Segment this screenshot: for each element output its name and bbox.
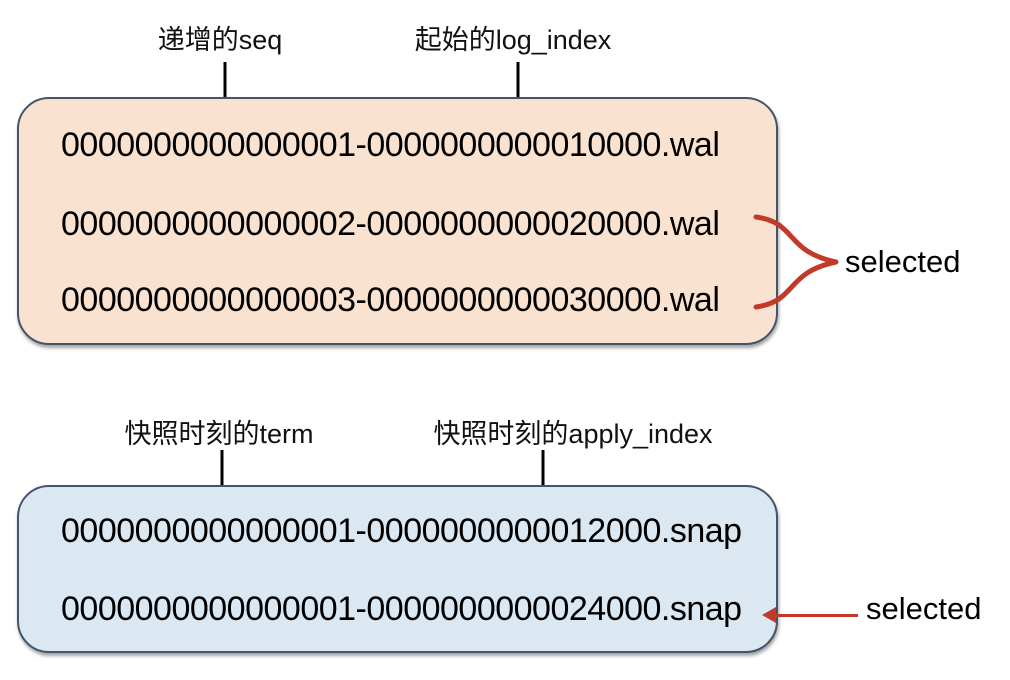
down-arrow-shaft [223, 62, 227, 112]
snap-selected-label: selected [866, 591, 982, 626]
down-arrow-shaft [516, 62, 520, 112]
snap-file-row: 0000000000000001-0000000000012000.snap [61, 512, 742, 550]
wal-log-index-label: 起始的log_index [414, 25, 612, 55]
snap-term-label: 快照时刻的term [124, 419, 314, 449]
wal-file-row: 0000000000000003-0000000000030000.wal [61, 281, 720, 319]
wal-file-box: 0000000000000001-0000000000010000.wal 00… [17, 97, 778, 345]
left-arrow-head [762, 607, 776, 623]
snap-apply-index-label: 快照时刻的apply_index [433, 419, 713, 449]
selection-brace-icon [753, 214, 839, 310]
wal-file-row: 0000000000000002-0000000000020000.wal [61, 205, 720, 243]
wal-file-row: 0000000000000001-0000000000010000.wal [61, 126, 720, 164]
down-arrow-shaft [220, 450, 224, 500]
snap-file-row: 0000000000000001-0000000000024000.snap [61, 590, 742, 628]
snap-file-box: 0000000000000001-0000000000012000.snap 0… [17, 485, 778, 653]
wal-selected-label: selected [845, 244, 961, 279]
wal-seq-label: 递增的seq [157, 25, 283, 55]
left-arrow-icon [762, 606, 858, 624]
down-arrow-shaft [541, 450, 545, 500]
left-arrow-shaft [773, 613, 858, 617]
